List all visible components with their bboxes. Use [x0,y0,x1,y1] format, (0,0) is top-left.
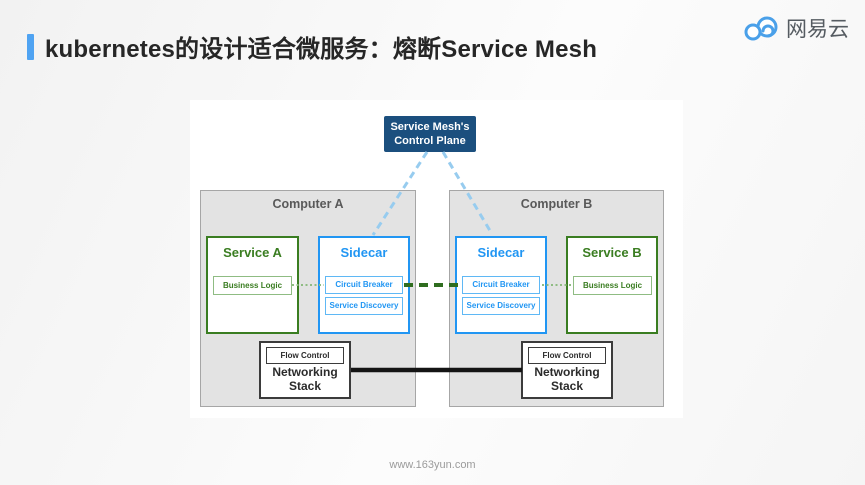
computer-b-label: Computer B [520,197,593,211]
cloud-icon [744,16,778,41]
header: kubernetes的设计适合微服务：熔断Service Mesh [27,29,597,64]
title-accent-bar [27,33,34,60]
sidecar-a-box: Sidecar Circuit Breaker Service Discover… [318,236,410,334]
flow-control-a-box: Flow Control [266,347,344,364]
business-logic-a-box: Business Logic [213,276,292,295]
flow-control-b-box: Flow Control [528,347,606,364]
slide-title: kubernetes的设计适合微服务：熔断Service Mesh [45,36,598,63]
service-a-title: Service A [223,245,282,260]
control-plane-line2: Control Plane [394,135,466,147]
service-a-box: Service A Business Logic [206,236,299,334]
computer-a-label: Computer A [272,197,344,211]
service-discovery-a-box: Service Discovery [325,297,403,315]
sidecar-b-title: Sidecar [477,245,525,260]
service-b-title: Service B [582,245,642,260]
networking-stack-b-box: Flow Control Networking Stack [521,341,613,399]
networking-stack-b-label: Networking Stack [534,365,600,394]
networking-stack-a-box: Flow Control Networking Stack [259,341,351,399]
control-plane-box: Service Mesh's Control Plane [384,116,476,152]
circuit-breaker-b-box: Circuit Breaker [462,276,540,294]
business-logic-b-box: Business Logic [573,276,652,295]
sidecar-b-box: Sidecar Circuit Breaker Service Discover… [455,236,547,334]
control-plane-line1: Service Mesh's [390,120,470,133]
footer-url: www.163yun.com [389,459,476,471]
circuit-breaker-a-box: Circuit Breaker [325,276,403,294]
networking-stack-a-label: Networking Stack [272,365,338,394]
logo-text: 网易云 [786,18,849,41]
netease-cloud-logo: 网易云 [741,13,849,43]
sidecar-a-title: Sidecar [340,245,388,260]
service-discovery-b-box: Service Discovery [462,297,540,315]
service-b-box: Service B Business Logic [566,236,658,334]
